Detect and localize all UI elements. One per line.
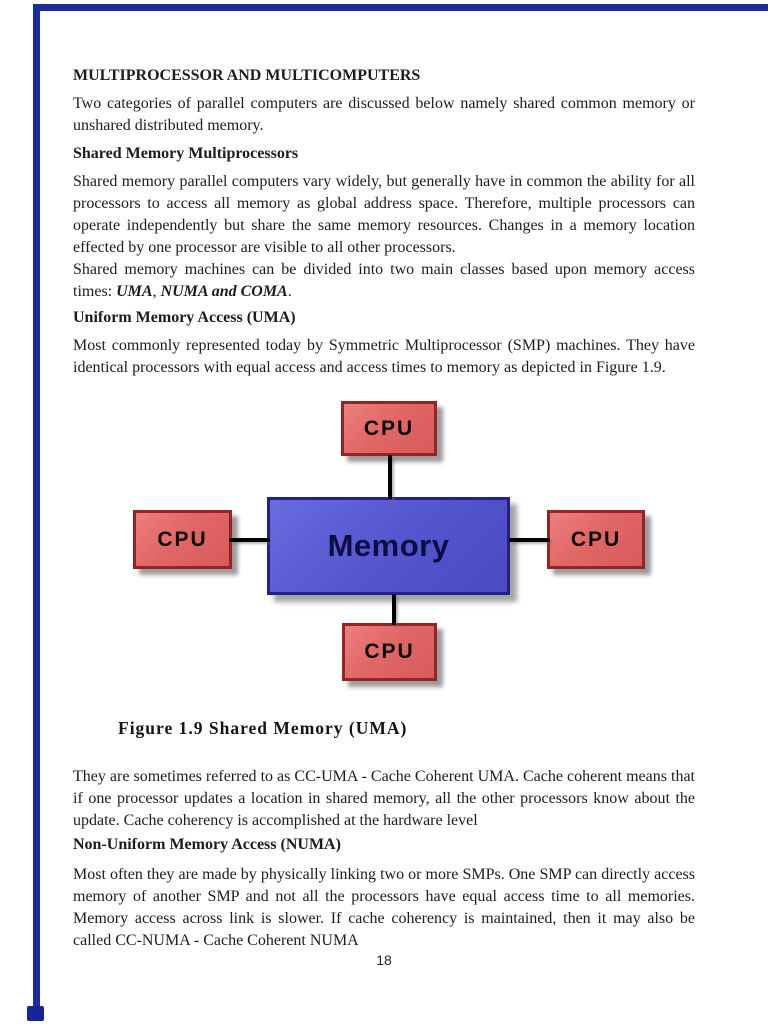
scan-edge-left [33, 4, 40, 1016]
figure-caption: Figure 1.9 Shared Memory (UMA) [118, 718, 408, 738]
cpu-bottom-label: CPU [364, 640, 415, 663]
cpu-box-bottom: CPU [342, 623, 437, 681]
cpu-box-top: CPU [341, 401, 437, 456]
uma-architecture-diagram: CPU CPU CPU CPU Memory [0, 396, 768, 696]
page-number: 18 [376, 952, 392, 968]
cpu-left-label: CPU [157, 527, 208, 551]
scan-edge-corner-mark [27, 1006, 44, 1021]
heading-non-uniform-memory-access: Non-Uniform Memory Access (NUMA) [73, 836, 341, 853]
paragraph-uma: Most commonly represented today by Symme… [73, 337, 695, 376]
heading-uniform-memory-access: Uniform Memory Access (UMA) [73, 309, 296, 326]
paragraph-intro: Two categories of parallel computers are… [73, 95, 695, 134]
connector-memory-bottom-cpu [392, 594, 396, 625]
heading-shared-memory-multiprocessors: Shared Memory Multiprocessors [73, 145, 299, 162]
paragraph-memory-classes: Shared memory machines can be divided in… [73, 259, 695, 303]
connector-top-cpu-memory [388, 455, 392, 499]
term-separator: , [152, 283, 161, 300]
paragraph-numa: Most often they are made by physically l… [73, 866, 695, 949]
memory-box: Memory [267, 497, 510, 595]
uma-term: UMA [116, 283, 153, 300]
cpu-box-right: CPU [547, 510, 645, 569]
memory-label: Memory [327, 528, 450, 563]
connector-left-cpu-memory [229, 538, 270, 542]
sentence-period: . [287, 283, 292, 300]
connector-memory-right-cpu [509, 538, 550, 542]
cpu-box-left: CPU [133, 510, 232, 569]
numa-coma-term: NUMA and COMA [160, 283, 288, 300]
paragraph-cc-uma: They are sometimes referred to as CC-UMA… [73, 768, 695, 829]
doc-title: MULTIPROCESSOR AND MULTICOMPUTERS [73, 67, 421, 84]
scan-edge-top [33, 4, 768, 11]
cpu-top-label: CPU [363, 416, 415, 440]
paragraph-shared-memory: Shared memory parallel computers vary wi… [73, 173, 695, 256]
cpu-right-label: CPU [570, 527, 622, 551]
paragraph-memory-classes-text: Shared memory machines can be divided in… [73, 261, 695, 300]
